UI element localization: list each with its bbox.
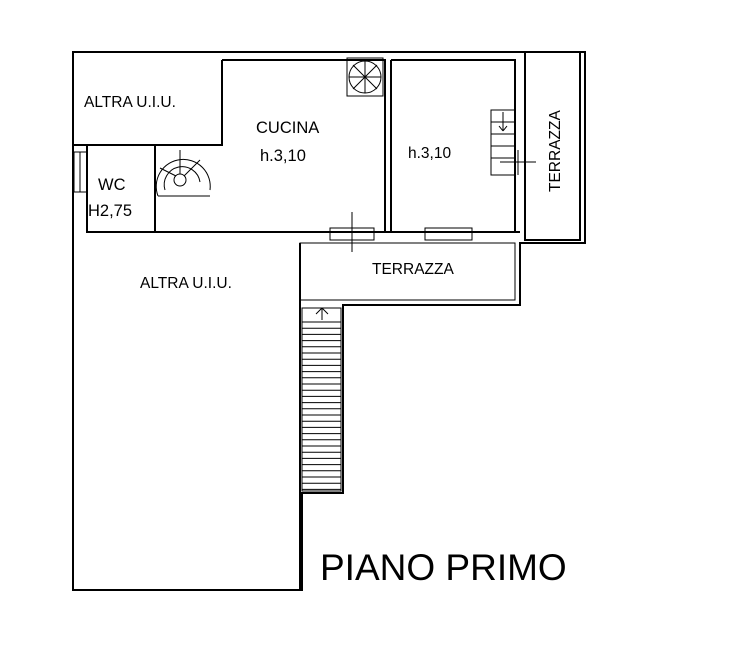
interior-walls	[73, 52, 581, 590]
altra-uiu-top-label: ALTRA U.I.U.	[84, 94, 176, 111]
terrazza-side-label: TERRAZZA	[547, 110, 564, 192]
cucina-height-label: h.3,10	[260, 147, 306, 165]
outer-walls	[72, 51, 586, 591]
cucina-label: CUCINA	[256, 119, 319, 137]
wc-height-label: H2,75	[88, 202, 132, 220]
room2-height-label: h.3,10	[408, 145, 451, 162]
wc-window	[73, 151, 88, 193]
straight-stair-icon	[301, 307, 342, 492]
spiral-stair-icon	[155, 150, 211, 197]
terrazza-bottom-label: TERRAZZA	[372, 261, 454, 278]
vent-icon	[346, 57, 384, 97]
wc-label: WC	[98, 176, 126, 194]
wall-openings	[329, 212, 473, 252]
small-stair-icon	[490, 109, 536, 176]
plan-title: PIANO PRIMO	[320, 547, 567, 588]
altra-uiu-main-label: ALTRA U.I.U.	[140, 275, 232, 292]
